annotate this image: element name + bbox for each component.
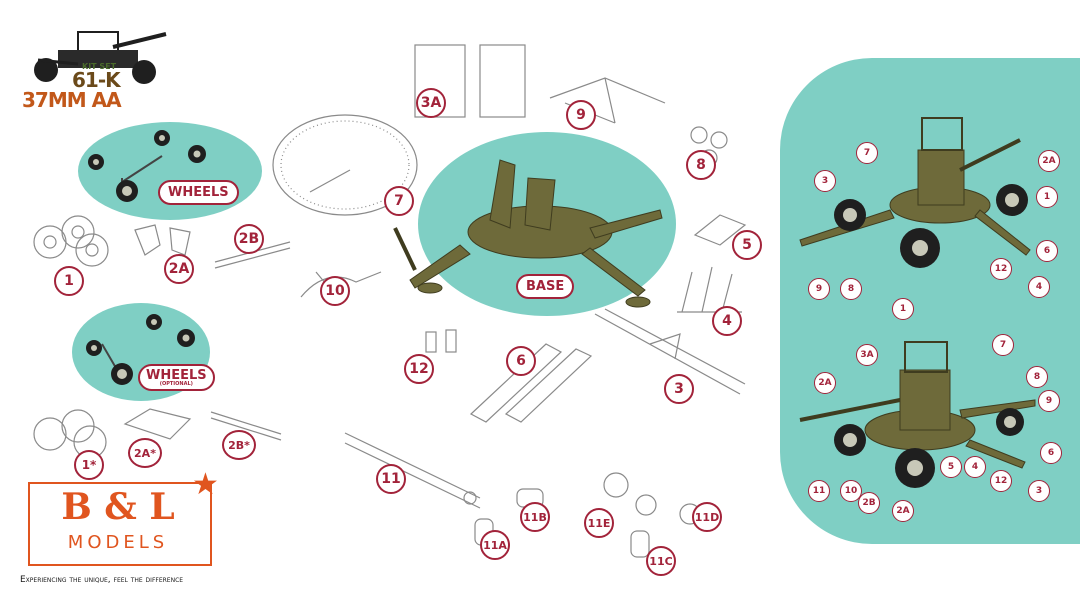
part-label-5: 5 [732,230,762,260]
bottom-view-label-6: 6 [1040,442,1062,464]
brand-tagline: Experiencing the unique, feel the differ… [20,575,184,585]
base-assembly-illustration [393,159,663,308]
bottom-view-label-9: 9 [1038,390,1060,412]
bottom-view-label-2a-top: 2A [814,372,836,394]
bottom-view-label-4: 4 [964,456,986,478]
top-view-label-8: 8 [840,278,862,300]
part-label-11e: 11E [584,508,614,538]
part-label-4: 4 [712,306,742,336]
part-2a-star-drawing [123,408,192,440]
part-label-1: 1 [54,266,84,296]
part-label-2b: 2B [234,224,264,254]
top-view-label-4: 4 [1028,276,1050,298]
part-label-10: 10 [320,276,350,306]
part-label-2b-star: 2B* [222,430,256,460]
kit-logo: KIT SET 61-K 37MM AA [18,22,178,112]
kit-model-label: 61-K [72,68,121,92]
part-label-6: 6 [506,346,536,376]
top-view-label-3: 3 [814,170,836,192]
top-view-label-1-right: 1 [1036,186,1058,208]
bottom-view-label-8: 8 [1026,366,1048,388]
part-label-8: 8 [686,150,716,180]
part-3a-drawing [414,44,526,118]
part-label-12: 12 [404,354,434,384]
part-label-11c: 11C [646,546,676,576]
cannon-silhouette-icon [34,31,167,84]
bottom-view-label-3: 3 [1028,480,1050,502]
part-label-9: 9 [566,100,596,130]
part-label-11b: 11B [520,502,550,532]
brand-logo: ★ B & L MODELS [26,470,226,570]
top-view-label-2a: 2A [1038,150,1060,172]
part-label-2a-star: 2A* [128,438,162,468]
part-label-7: 7 [384,186,414,216]
brand-models: MODELS [67,532,169,553]
part-label-11: 11 [376,464,406,494]
wheels-illustration [88,130,206,202]
part-label-3: 3 [664,374,694,404]
part-11e-drawing [603,472,657,516]
part-label-2a: 2A [164,254,194,284]
bottom-view-label-5: 5 [940,456,962,478]
top-view-label-1-bottom: 1 [892,298,914,320]
part-11c-drawing [630,530,650,558]
bottom-view-label-11: 11 [808,480,830,502]
wheels-optional-illustration [86,314,195,385]
part-12-drawing [425,329,457,353]
top-view-label-9: 9 [808,278,830,300]
assembled-top-illustration [799,117,1031,268]
part-5-drawing [693,214,747,246]
top-view-label-6: 6 [1036,240,1058,262]
bottom-view-label-7: 7 [992,334,1014,356]
part-1-wheels-drawing [33,215,109,267]
top-view-label-7: 7 [856,142,878,164]
bottom-view-label-2b: 2B [858,492,880,514]
bottom-view-label-12: 12 [990,470,1012,492]
base-label: BASE [516,274,575,299]
part-label-11d: 11D [692,502,722,532]
kit-caliber-label: 37MM AA [22,88,122,112]
top-view-label-12: 12 [990,258,1012,280]
part-label-1-star: 1* [74,450,104,480]
brand-star-icon: ★ [192,467,219,502]
brand-frame [28,482,212,566]
part-label-11a: 11A [480,530,510,560]
assembled-bottom-illustration [799,341,1036,488]
wheels-label: WHEELS [158,180,239,205]
bottom-view-label-10: 10 [840,480,862,502]
bottom-view-label-3a: 3A [856,344,878,366]
part-7-plate-drawing [272,114,418,216]
part-2b-star-drawing [210,411,282,441]
wheels-optional-label: WHEELS (OPTIONAL) [138,364,215,391]
part-9-drawing [549,77,666,124]
part-11-drawing [344,432,481,509]
bottom-view-label-2a-bottom: 2A [892,500,914,522]
part-3-drawing [594,308,746,395]
brand-name: B & L [61,486,175,528]
part-label-3a: 3A [416,88,446,118]
part-4-drawing [677,266,742,313]
part-6-drawing [469,343,593,423]
kit-set-label: KIT SET [82,62,117,71]
